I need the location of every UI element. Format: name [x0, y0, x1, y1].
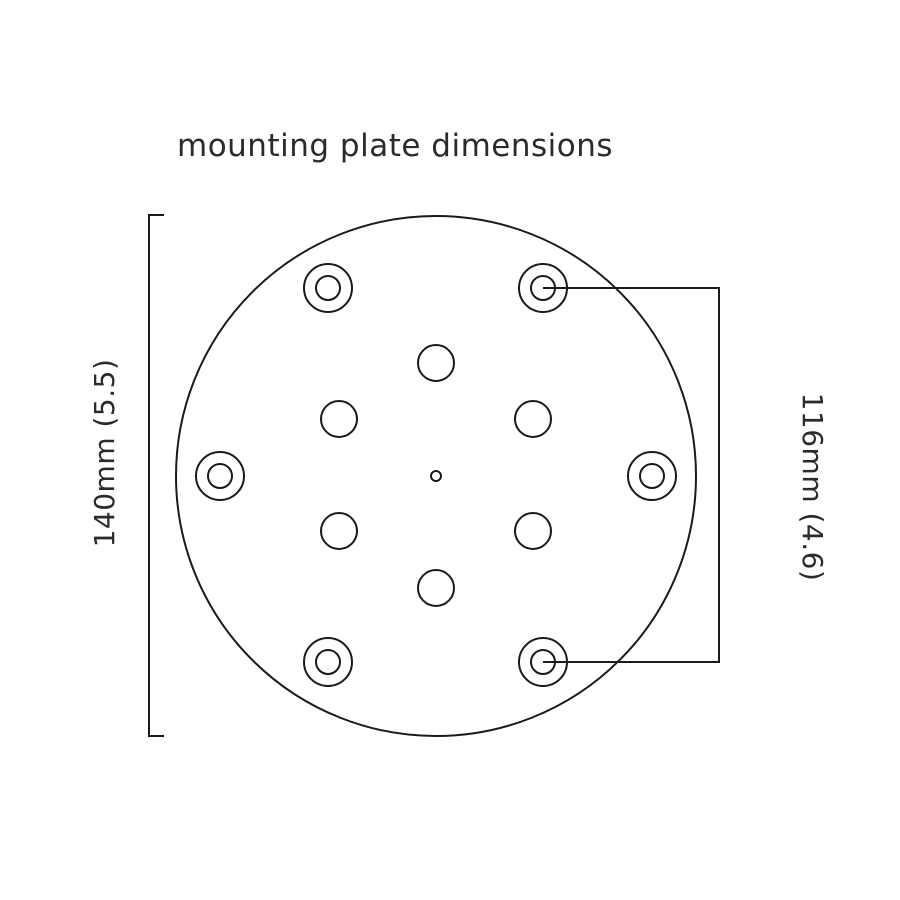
mounting-hole-right — [627, 451, 677, 501]
countersink-inner — [315, 649, 341, 675]
countersink-inner — [207, 463, 233, 489]
inner-hole-ring — [320, 344, 552, 607]
countersink-outer — [303, 263, 353, 313]
inner-hole — [417, 344, 455, 382]
countersink-outer — [627, 451, 677, 501]
mounting-hole-top-left — [303, 263, 353, 313]
countersink-outer — [303, 637, 353, 687]
countersink-inner — [315, 275, 341, 301]
center-hole — [430, 470, 442, 482]
diagram-title: mounting plate dimensions — [177, 128, 613, 164]
mounting-hole-bottom-left — [303, 637, 353, 687]
inner-hole — [514, 512, 552, 550]
bolt-spacing-bracket — [543, 287, 720, 663]
inner-hole — [514, 400, 552, 438]
inner-hole — [320, 512, 358, 550]
countersink-inner — [639, 463, 665, 489]
overall-dimension-bracket — [148, 214, 164, 737]
mounting-hole-left — [195, 451, 245, 501]
inner-hole — [417, 569, 455, 607]
bolt-spacing-label: 116mm (4.6) — [796, 393, 829, 582]
countersink-outer — [195, 451, 245, 501]
overall-dimension-label: 140mm (5.5) — [88, 359, 121, 548]
inner-hole — [320, 400, 358, 438]
plate-outline — [175, 215, 697, 737]
